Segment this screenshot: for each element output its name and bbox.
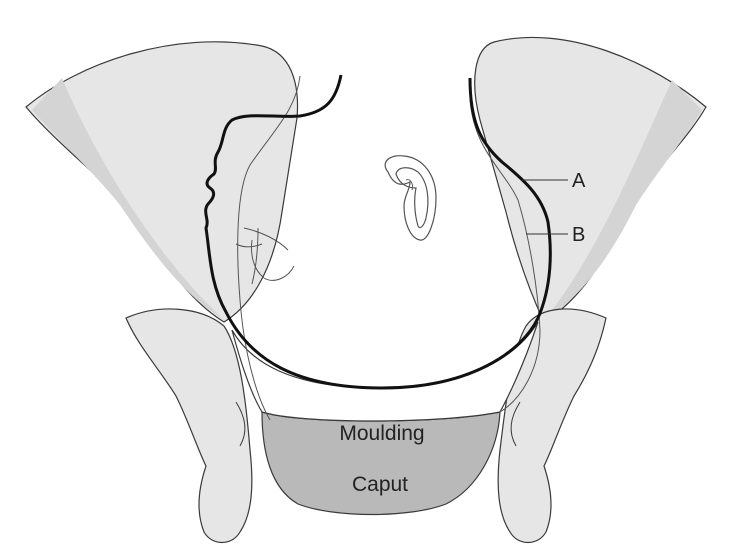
left-ischium [126,309,252,543]
right-ischium [498,309,606,543]
label-caput: Caput [352,473,408,496]
moulding-region [232,322,538,421]
fetal-ear-icon [385,156,436,240]
right-iliac-wing [475,37,706,322]
left-iliac-wing [26,42,298,322]
label-moulding: Moulding [339,422,424,445]
label-a: A [572,170,586,192]
right-hip-bone [475,37,706,542]
label-b: B [572,224,585,246]
